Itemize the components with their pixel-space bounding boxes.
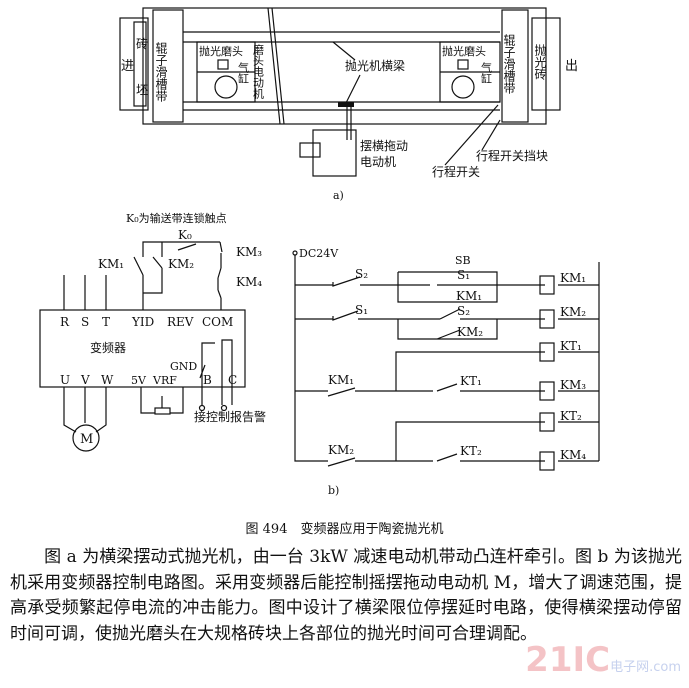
s1b-label: S₁ <box>457 268 470 282</box>
in-label: 进 <box>121 59 134 74</box>
roller-slot-right-label: 辊子滑槽带 <box>502 34 516 94</box>
inverter-box <box>39 309 246 388</box>
alarm-label: 接控制报告警 <box>194 409 266 424</box>
terminal-b-post <box>198 404 206 412</box>
limit-switch-label: 行程开关 <box>432 164 480 179</box>
coil-kt1 <box>539 342 555 362</box>
brick-label-2: 坯 <box>136 83 148 97</box>
roller-slot-left-label: 辊子滑槽带 <box>154 42 168 102</box>
fig-a-label: a) <box>333 189 344 202</box>
km4-label: KM₄ <box>236 275 262 289</box>
km1-label: KM₁ <box>98 257 124 271</box>
terminal-c: C <box>228 373 237 387</box>
terminal-c-post <box>220 404 228 412</box>
coil-km4-label: KM₄ <box>560 448 586 462</box>
motor-label: M <box>80 432 93 447</box>
left-roller-slot <box>152 9 184 123</box>
left-conveyor <box>119 17 149 111</box>
terminal-s: S <box>81 315 89 329</box>
terminal-com: COM <box>202 315 233 329</box>
diagram: 进 砖 坯 辊子滑槽带 抛光磨头 气缸 磨头电动机 抛光机横梁 抛光磨头 气缸 … <box>39 7 600 497</box>
coil-km1 <box>539 275 555 295</box>
km2-row-label: KM₂ <box>328 443 354 457</box>
terminal-u: U <box>60 373 70 387</box>
coil-km2 <box>539 309 555 329</box>
supply-label: DC24V <box>299 247 339 260</box>
kt1-contact-label: KT₁ <box>460 374 482 388</box>
coil-km3-label: KM₃ <box>560 378 586 392</box>
fig-b-inverter: K₀为输送带连锁触点 K₀ KM₁ KM₂ KM₃ KM₄ R S T YID … <box>39 211 266 452</box>
terminal-r: R <box>60 315 70 329</box>
coil-kt2-label: KT₂ <box>560 409 582 423</box>
head-motor-label: 磨头电动机 <box>252 44 265 99</box>
coil-kt2 <box>539 412 555 432</box>
motor-symbol <box>72 424 100 452</box>
coil-km4 <box>539 451 555 471</box>
watermark-logo: 21IC电子网.com <box>525 640 681 680</box>
potentiometer <box>154 407 171 415</box>
fig-b-label: b) <box>328 484 339 497</box>
km1-row-label: KM₁ <box>328 373 354 387</box>
terminal-t: T <box>102 315 110 329</box>
terminal-v: V <box>80 373 90 387</box>
limit-block-label: 行程开关挡块 <box>476 148 548 163</box>
s2b-label: S₂ <box>457 304 470 318</box>
terminal-5v: 5V <box>131 374 147 387</box>
body-paragraph: 图 a 为横梁摆动式抛光机，由一台 3kW 减速电动机带动凸连杆牵引。图 b 为… <box>10 547 682 644</box>
watermark-cn: 电子网 <box>610 660 650 675</box>
terminal-yid: YID <box>131 315 154 329</box>
fig-a-polisher: 进 砖 坯 辊子滑槽带 抛光磨头 气缸 磨头电动机 抛光机横梁 抛光磨头 气缸 … <box>119 7 578 202</box>
gnd-label: GND <box>170 360 197 373</box>
supply-terminal <box>292 250 298 256</box>
watermark-dom: .com <box>649 660 681 675</box>
s2-label: S₂ <box>355 267 368 281</box>
coil-kt1-label: KT₁ <box>560 339 582 353</box>
inverter-label: 变频器 <box>90 340 126 355</box>
km3-label: KM₃ <box>236 245 262 259</box>
coil-km2-label: KM₂ <box>560 305 586 319</box>
beam-label: 抛光机横梁 <box>345 58 405 73</box>
coil-km3 <box>539 381 555 401</box>
swing-motor-label-1: 摆横拖动 <box>360 139 408 153</box>
frame <box>142 7 547 125</box>
coil-km1-label: KM₁ <box>560 271 586 285</box>
right-roller-slot <box>501 9 529 123</box>
right-conveyor <box>531 17 561 111</box>
fig-b-control-circuit: DC24V S₂ SB S₁ KM₁ S₁ S₂ KM₂ KM₁ KT₁ KM₂… <box>292 247 600 497</box>
swing-motor <box>312 129 357 177</box>
sb-label: SB <box>455 254 471 267</box>
terminal-b: B <box>203 373 212 387</box>
terminal-rev: REV <box>167 315 194 329</box>
k0-note: K₀为输送带连锁触点 <box>126 211 227 225</box>
out-brick-label: 抛光砖 <box>533 43 547 80</box>
watermark-brand: 21IC <box>525 640 611 680</box>
brick-label: 砖 <box>136 36 148 51</box>
cyl-left-label: 气缸 <box>237 61 250 84</box>
out-label: 出 <box>565 59 578 74</box>
figure-caption: 图 494 变频器应用于陶瓷抛光机 <box>245 522 444 537</box>
km2-label: KM₂ <box>168 257 194 271</box>
terminal-vrf: VRF <box>152 374 177 387</box>
s1-label: S₁ <box>355 303 368 317</box>
head-left-label: 抛光磨头 <box>199 44 243 58</box>
cyl-right-label: 气缸 <box>480 61 493 84</box>
terminal-w: W <box>101 373 114 387</box>
kt2-contact-label: KT₂ <box>460 444 482 458</box>
swing-motor-label-2: 电动机 <box>360 155 396 169</box>
km1-contact-label: KM₁ <box>456 289 482 303</box>
km2-contact-label: KM₂ <box>457 325 483 339</box>
head-right-label: 抛光磨头 <box>442 44 486 58</box>
k0-label: K₀ <box>178 228 192 242</box>
